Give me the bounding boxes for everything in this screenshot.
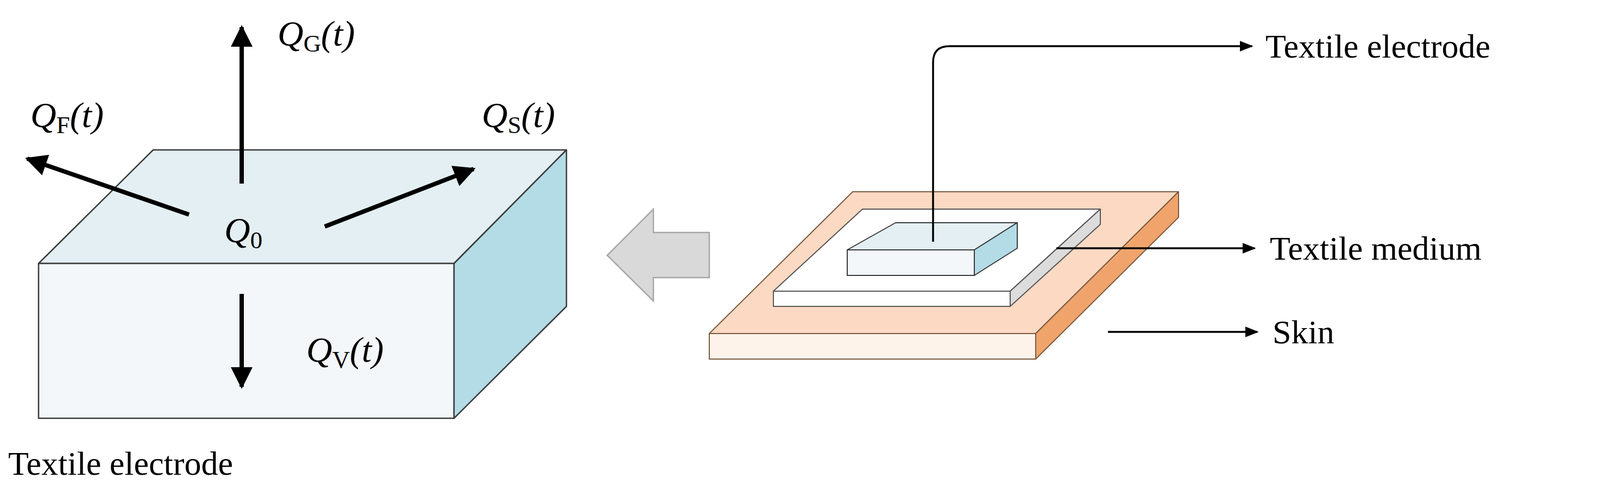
electrode-front: [847, 249, 975, 276]
heat-flow-label: QG(t): [277, 14, 355, 58]
block-front-face: [38, 263, 455, 419]
heat-flow-label: QS(t): [481, 95, 556, 140]
zoom-arrow: [607, 209, 710, 301]
heat-flow-arrows: [27, 27, 474, 387]
electrode-side: [974, 222, 1018, 276]
arrow-left: [27, 158, 190, 215]
arrow-down: [239, 293, 244, 387]
skin-layer: [709, 191, 1179, 359]
arrow-right: [324, 168, 474, 227]
leader-electrode: [933, 46, 1252, 242]
heat-flow-label: Q0: [224, 210, 263, 255]
leader-lines: [933, 46, 1258, 332]
block-side-face: [454, 149, 567, 419]
leader-skin: [1107, 330, 1258, 333]
arrow-up: [239, 27, 244, 184]
part-label: Textile electrode: [1265, 27, 1491, 65]
figure-caption: Textile electrode: [8, 444, 233, 482]
part-label: Skin: [1272, 313, 1335, 351]
medium-layer: [773, 209, 1101, 307]
heat-flow-label: QF(t): [30, 95, 104, 140]
heat-flow-label: QV(t): [306, 330, 384, 374]
skin-front: [709, 333, 1036, 359]
medium-top: [773, 209, 1101, 292]
medium-front: [773, 291, 1011, 307]
leader-medium: [1056, 247, 1255, 250]
part-label: Textile medium: [1269, 229, 1482, 267]
medium-side: [1010, 209, 1101, 307]
